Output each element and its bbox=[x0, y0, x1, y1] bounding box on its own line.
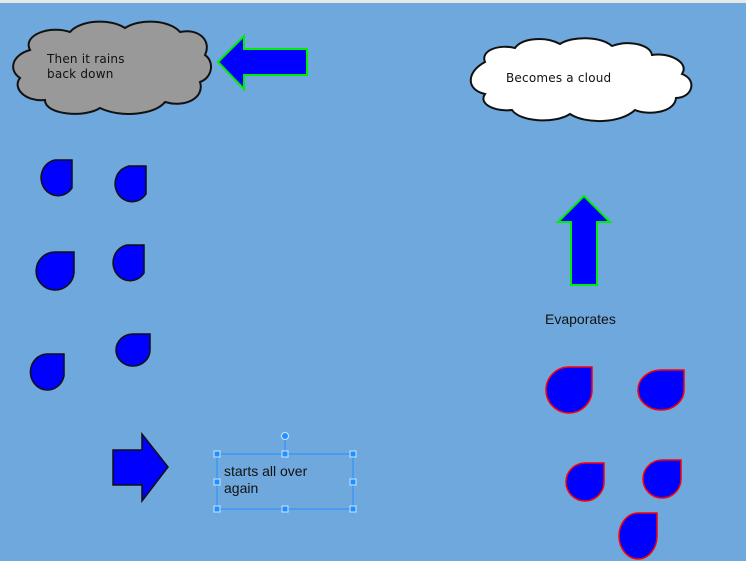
rain-drop[interactable] bbox=[29, 353, 65, 391]
becomes-cloud-text: Becomes a cloud bbox=[506, 71, 612, 85]
rain-cloud-line-2: back down bbox=[47, 67, 114, 81]
evap-drop[interactable] bbox=[545, 366, 593, 414]
resize-handle-sw[interactable] bbox=[213, 505, 221, 513]
rain-drop[interactable] bbox=[112, 244, 145, 282]
resize-handle-ne[interactable] bbox=[349, 450, 357, 458]
arrow-left-shape[interactable] bbox=[216, 33, 308, 92]
resize-handle-s[interactable] bbox=[281, 505, 289, 513]
rain-drop[interactable] bbox=[40, 159, 73, 197]
rain-drop[interactable] bbox=[114, 165, 147, 203]
arrow-up-shape[interactable] bbox=[555, 194, 613, 286]
becomes-cloud-shape[interactable] bbox=[469, 37, 693, 123]
evap-drop[interactable] bbox=[642, 459, 682, 499]
evap-drop[interactable] bbox=[618, 512, 658, 560]
evap-drop[interactable] bbox=[565, 462, 605, 502]
rain-cloud-shape[interactable] bbox=[12, 20, 212, 115]
rain-drop[interactable] bbox=[115, 333, 151, 367]
evap-drop[interactable] bbox=[637, 369, 685, 411]
rain-drop[interactable] bbox=[35, 251, 75, 291]
resize-handle-nw[interactable] bbox=[213, 450, 221, 458]
rain-cloud-text: Then it rains back down bbox=[47, 52, 125, 82]
rain-cloud-line-1: Then it rains bbox=[47, 52, 125, 66]
resize-handle-se[interactable] bbox=[349, 505, 357, 513]
resize-handle-n[interactable] bbox=[281, 450, 289, 458]
top-border bbox=[0, 0, 746, 3]
textbox-line-2: again bbox=[224, 480, 259, 496]
rotate-handle[interactable] bbox=[281, 432, 289, 440]
resize-handle-e[interactable] bbox=[349, 478, 357, 486]
resize-handle-w[interactable] bbox=[213, 478, 221, 486]
evaporates-label: Evaporates bbox=[545, 311, 616, 327]
starts-over-textbox[interactable]: starts all over again bbox=[224, 463, 307, 497]
textbox-line-1: starts all over bbox=[224, 463, 308, 479]
arrow-right-shape[interactable] bbox=[112, 431, 169, 504]
selection-frame[interactable] bbox=[213, 432, 357, 513]
